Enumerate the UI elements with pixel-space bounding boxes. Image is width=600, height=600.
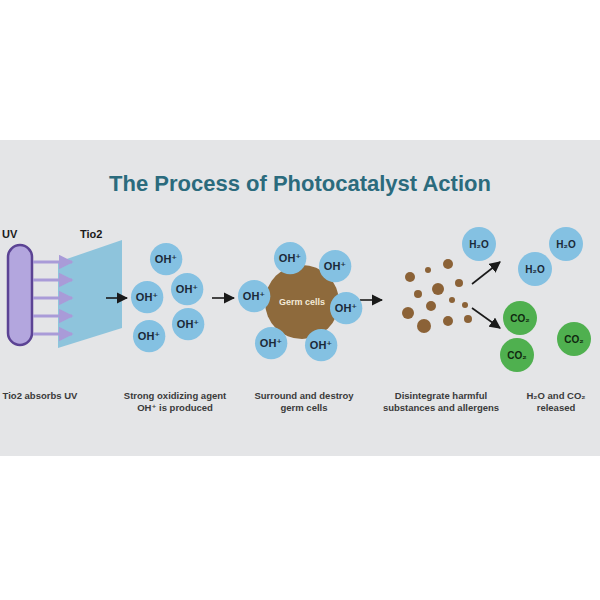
- lamp-label: UV: [2, 228, 28, 242]
- water-molecule: H₂O: [462, 227, 496, 261]
- uv-lamp: [8, 245, 32, 345]
- step-caption: Disintegrate harmful substances and alle…: [380, 390, 502, 414]
- radical-circle: OH⁺: [330, 292, 362, 324]
- circle-fill: [500, 338, 534, 372]
- node-text: H₂O: [525, 264, 544, 275]
- node-text: CO₂: [510, 313, 529, 324]
- node-text: OH⁺: [177, 318, 199, 331]
- circle-fill: [172, 308, 204, 340]
- step-caption: Strong oxidizing agent OH⁺ is produced: [118, 390, 232, 414]
- radical-circle: OH⁺: [255, 327, 287, 359]
- node-text: OH⁺: [138, 330, 160, 343]
- node-text: OH⁺: [335, 302, 357, 315]
- node-text: H₂O: [556, 239, 575, 250]
- circle-fill: [305, 329, 337, 361]
- co2-molecule: CO₂: [500, 338, 534, 372]
- node-text: OH⁺: [176, 283, 198, 296]
- circle-fill: [549, 227, 583, 261]
- node-text: Germ cells: [279, 297, 325, 307]
- circle-fill: [462, 227, 496, 261]
- co2-molecule: CO₂: [503, 301, 537, 335]
- circle-fill: [319, 250, 351, 282]
- circle-fill: [330, 292, 362, 324]
- co2-molecule: CO₂: [557, 322, 591, 356]
- step-caption: H₂O and CO₂ released: [514, 390, 598, 414]
- node-text: H₂O: [469, 239, 488, 250]
- radical-circle: OH⁺: [131, 281, 163, 313]
- node-text: CO₂: [564, 334, 583, 345]
- node-text: OH⁺: [310, 339, 332, 352]
- radical-circle: OH⁺: [133, 320, 165, 352]
- node-text: OH⁺: [136, 291, 158, 304]
- radical-circle: OH⁺: [172, 308, 204, 340]
- tio2-panel: [58, 240, 122, 348]
- circle-fill: [131, 281, 163, 313]
- water-molecule: H₂O: [518, 252, 552, 286]
- radical-circle: OH⁺: [171, 273, 203, 305]
- circle-fill: [557, 322, 591, 356]
- circle-fill: [274, 242, 306, 274]
- circle-fill: [133, 320, 165, 352]
- circle-fill: [238, 280, 270, 312]
- circle-fill: [150, 243, 182, 275]
- water-molecule: H₂O: [549, 227, 583, 261]
- title: The Process of Photocatalyst Action: [0, 171, 600, 197]
- panel-label: Tio2: [80, 228, 120, 242]
- background-band: [0, 140, 600, 456]
- radical-circle: OH⁺: [238, 280, 270, 312]
- radical-circle: OH⁺: [150, 243, 182, 275]
- radical-circle: OH⁺: [305, 329, 337, 361]
- radical-circle: OH⁺: [319, 250, 351, 282]
- step-caption: Tio2 absorbs UV: [0, 390, 80, 402]
- circle-fill: [171, 273, 203, 305]
- circle-fill: [503, 301, 537, 335]
- node-text: OH⁺: [260, 337, 282, 350]
- circle-fill: [255, 327, 287, 359]
- radical-circle: OH⁺: [274, 242, 306, 274]
- circle-fill: [518, 252, 552, 286]
- debris-particles: [402, 259, 472, 333]
- node-text: CO₂: [507, 350, 526, 361]
- node-text: OH⁺: [324, 260, 346, 273]
- node-text: OH⁺: [243, 290, 265, 303]
- uv-rays: [33, 262, 72, 334]
- node-text: OH⁺: [155, 253, 177, 266]
- step-caption: Surround and destroy germ cells: [252, 390, 356, 414]
- node-text: OH⁺: [279, 252, 301, 265]
